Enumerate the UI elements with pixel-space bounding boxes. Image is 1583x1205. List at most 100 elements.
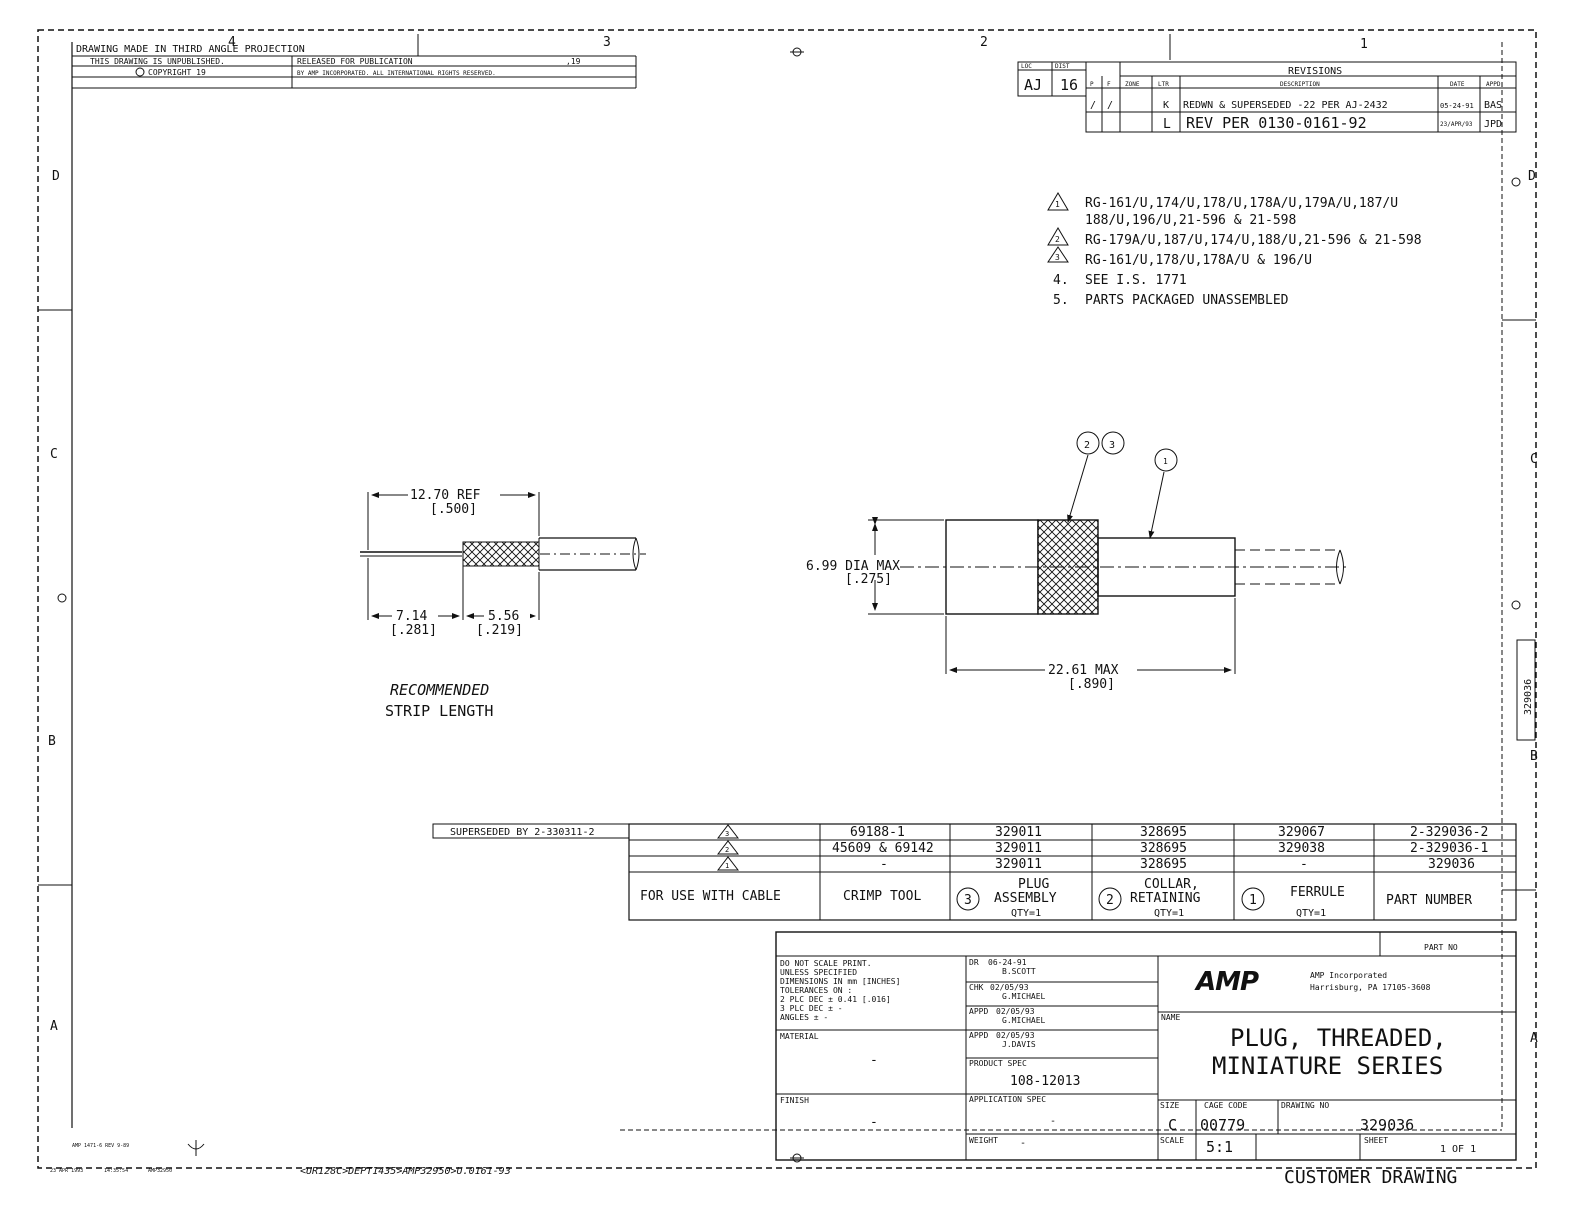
plug-assembly-view: 6.99 DIA MAX [.275] 22.61 MAX [.890] 2 3… (806, 431, 1346, 692)
svg-text:329067: 329067 (1278, 825, 1325, 840)
svg-text:329011: 329011 (995, 825, 1042, 840)
svg-text:-: - (870, 1115, 878, 1130)
zone-left-c: C (50, 447, 58, 462)
revisions-title: REVISIONS (1288, 66, 1342, 77)
svg-text:LTR: LTR (1158, 81, 1169, 88)
svg-text:APPD: APPD (969, 1031, 988, 1040)
file-path: <UR128C>DEPT1435>AMP32950>U.0161-93 (300, 1166, 511, 1177)
svg-text:329036: 329036 (1428, 857, 1475, 872)
svg-text:2: 2 (1084, 440, 1090, 451)
strip-caption-1: RECOMMENDED (390, 681, 489, 699)
svg-text:DATE: DATE (1450, 81, 1465, 88)
zone-right-b: B (1530, 749, 1538, 764)
svg-text:P: P (1090, 81, 1094, 88)
rev-ltr-l: L (1163, 117, 1171, 132)
svg-text:05-24-91: 05-24-91 (1440, 102, 1474, 110)
unpublished-note: THIS DRAWING IS UNPUBLISHED. (90, 57, 225, 66)
svg-text:/: / (1090, 100, 1096, 111)
svg-text:23/APR/93: 23/APR/93 (1440, 121, 1473, 128)
strip-ref-dim: 12.70 REF (410, 488, 481, 503)
svg-text:CAGE CODE: CAGE CODE (1204, 1101, 1248, 1110)
balloon-1 (1154, 448, 1178, 472)
svg-text:02/05/93: 02/05/93 (996, 1031, 1035, 1040)
svg-text:COLLAR,: COLLAR, (1144, 877, 1199, 892)
col-part-number: PART NUMBER (1386, 893, 1472, 908)
balloon-3 (1101, 431, 1125, 455)
svg-text:Harrisburg, PA 17105-3608: Harrisburg, PA 17105-3608 (1310, 983, 1431, 992)
drawing-name-1: PLUG, THREADED, (1230, 1024, 1447, 1052)
svg-text:-: - (870, 1053, 878, 1068)
strip-dim-a-in: [.281] (390, 623, 437, 638)
svg-text:MATERIAL: MATERIAL (780, 1032, 819, 1041)
rights-note: BY AMP INCORPORATED. ALL INTERNATIONAL R… (297, 70, 496, 77)
product-spec: 108-12013 (1010, 1074, 1080, 1089)
form-number: AMP 1471-6 REV 9-89 (72, 1143, 129, 1149)
svg-text:1: 1 (1249, 893, 1257, 908)
copyright-icon (135, 67, 145, 77)
zone-right-c: C (1530, 452, 1538, 467)
svg-text:-: - (1300, 857, 1308, 872)
zone-left-a: A (50, 1019, 58, 1034)
plug-dia-dim-in: [.275] (845, 572, 892, 587)
svg-text:328695: 328695 (1140, 841, 1187, 856)
svg-text:06-24-91: 06-24-91 (988, 958, 1027, 967)
svg-text:DIMENSIONS IN mm [INCHES]: DIMENSIONS IN mm [INCHES] (780, 977, 900, 986)
svg-text:APPD: APPD (1486, 81, 1501, 88)
cage-code: 00779 (1200, 1116, 1245, 1134)
svg-text:3: 3 (1109, 440, 1115, 451)
svg-text:DR: DR (969, 958, 979, 967)
svg-text:CHK: CHK (969, 983, 984, 992)
note-5-marker: 5. (1053, 293, 1069, 308)
svg-text:329011: 329011 (995, 857, 1042, 872)
svg-text:3: 3 (725, 830, 729, 838)
svg-text:329011: 329011 (995, 841, 1042, 856)
notes: 1 RG-161/U,174/U,178/U,178A/U,179A/U,187… (1047, 192, 1422, 308)
svg-text:APPLICATION SPEC: APPLICATION SPEC (969, 1095, 1046, 1104)
rev-desc-l: REV PER 0130-0161-92 (1186, 114, 1367, 132)
released-year: ,19 (566, 57, 581, 66)
plug-len-dim: 22.61 MAX (1048, 663, 1119, 678)
svg-text:DO NOT SCALE PRINT.: DO NOT SCALE PRINT. (780, 959, 872, 968)
scale-value: 5:1 (1206, 1138, 1233, 1156)
note-1-line-1: RG-161/U,174/U,178/U,178A/U,179A/U,187/U (1085, 196, 1398, 211)
svg-text:J.DAVIS: J.DAVIS (1002, 1040, 1036, 1049)
svg-text:AMP32950: AMP32950 (148, 1168, 172, 1174)
svg-text:2: 2 (1106, 893, 1114, 908)
amp-logo: AMP (1194, 967, 1259, 997)
svg-text:23 APR 1993: 23 APR 1993 (50, 1168, 83, 1174)
rev-ltr-k: K (1163, 100, 1169, 111)
outer-border (37, 29, 1537, 1169)
zone-top-4: 4 (228, 35, 236, 50)
note-1-marker: 1 (1055, 200, 1060, 209)
note-5-line-1: PARTS PACKAGED UNASSEMBLED (1085, 293, 1289, 308)
rev-desc-k: REDWN & SUPERSEDED -22 PER AJ-2432 (1183, 100, 1388, 111)
svg-text:QTY=1: QTY=1 (1296, 908, 1326, 919)
svg-text:PART NO: PART NO (1424, 943, 1458, 952)
note-2-marker: 2 (1055, 235, 1060, 244)
zone-right-d: D (1528, 169, 1536, 184)
customer-drawing-label: CUSTOMER DRAWING (1284, 1167, 1457, 1188)
zone-right-a: A (1530, 1031, 1538, 1046)
side-tab-number: 329036 (1523, 679, 1534, 715)
zone-top-3: 3 (603, 35, 611, 50)
note-4-marker: 4. (1053, 273, 1069, 288)
svg-text:2 PLC DEC ± 0.41 [.016]: 2 PLC DEC ± 0.41 [.016] (780, 995, 891, 1004)
svg-text:APPD: APPD (969, 1007, 988, 1016)
zone-left-d: D (52, 169, 60, 184)
svg-text:328695: 328695 (1140, 825, 1187, 840)
svg-text:ASSEMBLY: ASSEMBLY (994, 891, 1057, 906)
size-value: C (1168, 1116, 1177, 1134)
svg-text:2: 2 (725, 846, 729, 854)
dist-value: 16 (1060, 76, 1078, 94)
drawing-number: 329036 (1360, 1116, 1414, 1134)
svg-text:1: 1 (725, 862, 729, 870)
strip-dim-b-in: [.219] (476, 623, 523, 638)
svg-text:G.MICHAEL: G.MICHAEL (1002, 1016, 1046, 1025)
loc-dist-box: LOC DIST AJ 16 (1017, 61, 1087, 97)
balloon-2 (1076, 431, 1100, 455)
title-block: PART NO DO NOT SCALE PRINT. UNLESS SPECI… (775, 931, 1517, 1161)
svg-text:3 PLC DEC ± -: 3 PLC DEC ± - (780, 1004, 843, 1013)
plug-dia-dim: 6.99 DIA MAX (806, 559, 900, 574)
note-3-line-1: RG-161/U,178/U,178A/U & 196/U (1085, 253, 1312, 268)
